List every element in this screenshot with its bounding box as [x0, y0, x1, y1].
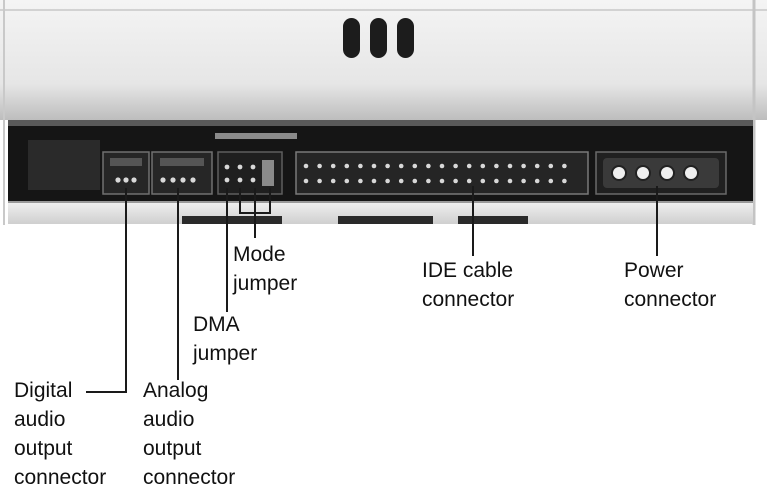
ide-pin	[371, 178, 377, 184]
ide-pin	[358, 163, 363, 169]
ide-pin	[303, 163, 309, 169]
ide-pin	[412, 178, 418, 184]
label-line: output	[143, 437, 202, 460]
ide-pin	[426, 163, 431, 169]
ide-pin	[398, 163, 404, 169]
ide-pin	[398, 178, 404, 184]
label-line: jumper	[193, 342, 258, 365]
ide-cable-connector	[295, 151, 589, 195]
ide-pin	[548, 178, 554, 184]
label-line: audio	[14, 408, 66, 431]
ide-pin	[385, 178, 390, 184]
ide-pin	[494, 163, 499, 169]
ide-pin	[466, 178, 472, 184]
leader-line-digital-audio	[86, 188, 127, 393]
label-line: connector	[624, 288, 717, 311]
ide-pin	[453, 163, 458, 169]
ide-pin	[371, 163, 377, 169]
ide-pin	[507, 163, 513, 169]
label-line: audio	[143, 408, 195, 431]
ide-pin	[358, 178, 363, 184]
vent-slots	[343, 18, 414, 58]
ide-pin	[521, 163, 526, 169]
ide-pin	[317, 163, 322, 169]
ide-pin	[439, 178, 445, 184]
jumper-cap	[262, 160, 274, 186]
ide-pin	[426, 178, 431, 184]
ide-pin	[480, 178, 486, 184]
label-line: connector	[143, 466, 236, 489]
label-digital-audio-output-connector: Digital audio output connector	[14, 376, 106, 489]
label-line: jumper	[233, 272, 298, 295]
ide-pin	[466, 163, 472, 169]
label-mode-jumper: Mode jumper	[233, 240, 297, 298]
ide-pin	[453, 178, 458, 184]
analog-audio-output-connector	[151, 151, 213, 195]
label-analog-audio-output-connector: Analog audio output connector	[143, 376, 235, 489]
ide-pin	[494, 178, 499, 184]
ide-pin	[344, 163, 350, 169]
digital-audio-output-connector	[102, 151, 150, 195]
ide-pin	[330, 163, 336, 169]
label-line: Mode	[233, 243, 286, 266]
label-dma-jumper: DMA jumper	[193, 310, 257, 368]
ide-pin	[521, 178, 526, 184]
power-connector	[595, 151, 727, 195]
ide-pin	[548, 163, 554, 169]
ide-pin	[562, 163, 567, 169]
label-line: connector	[14, 466, 107, 489]
label-power-connector: Power connector	[624, 256, 716, 314]
ide-pin	[507, 178, 513, 184]
ide-pin	[562, 178, 567, 184]
ide-pin	[303, 178, 309, 184]
label-line: DMA	[193, 313, 240, 336]
ide-pin	[534, 178, 540, 184]
label-line: connector	[422, 288, 515, 311]
label-line: Digital	[14, 379, 73, 402]
ide-pin	[317, 178, 322, 184]
label-line: Analog	[143, 379, 209, 402]
ide-pin	[412, 163, 418, 169]
label-ide-cable-connector: IDE cable connector	[422, 256, 514, 314]
ide-pin	[439, 163, 445, 169]
ide-pin	[330, 178, 336, 184]
ide-pin	[385, 163, 390, 169]
leader-lines	[86, 186, 658, 393]
ide-pin	[480, 163, 486, 169]
ide-pin	[534, 163, 540, 169]
label-line: output	[14, 437, 73, 460]
jumper-pin-block	[217, 151, 283, 195]
label-line: IDE cable	[422, 259, 514, 282]
ide-pin	[344, 178, 350, 184]
label-line: Power	[624, 259, 684, 282]
drive-casing-top	[0, 0, 767, 120]
